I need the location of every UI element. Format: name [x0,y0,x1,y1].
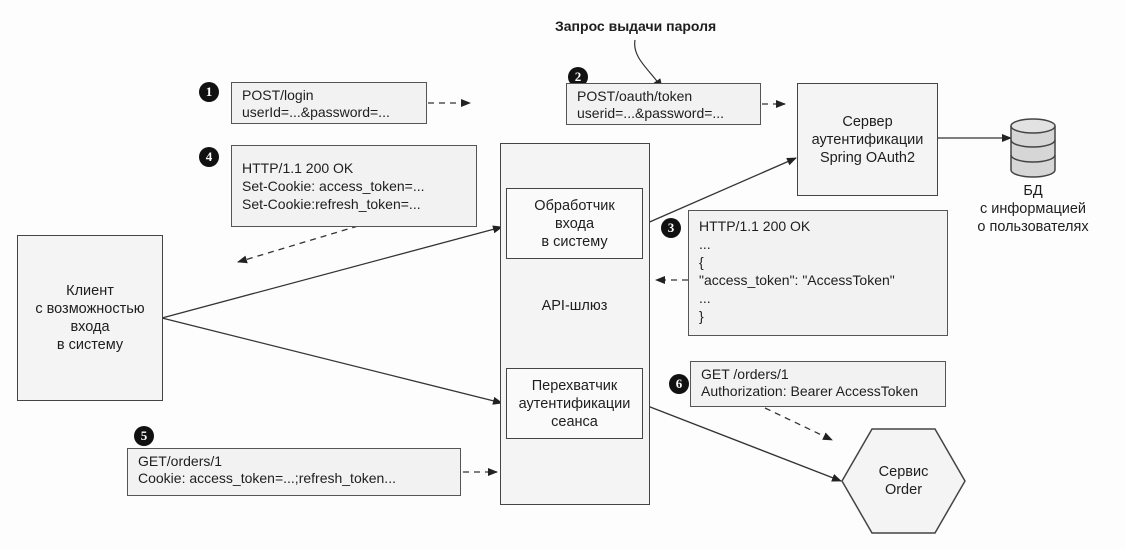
message-line: HTTP/1.1 200 OK [242,160,354,176]
client-line: входа [70,319,110,335]
client-line: Клиент [66,283,114,299]
step-badge-4: 4 [199,147,219,167]
interceptor-line: аутентификации [518,395,631,412]
database-icon [1010,118,1056,178]
login-handler-line: входа [554,215,595,232]
login-handler-line: в систему [541,233,608,250]
order-service-label: Сервис Order [842,463,965,499]
api-gateway-label: API-шлюз [541,298,608,314]
auth-server-line: Сервер [842,113,893,130]
session-interceptor-box: Перехватчик аутентификации сеанса [506,368,643,439]
step-badge-6: 6 [669,374,689,394]
message-line: GET /orders/1 [701,366,789,382]
message-line: HTTP/1.1 200 OK [699,218,811,234]
message-line: GET/orders/1 [138,453,223,469]
client-box: Клиент с возможностью входа в систему [17,235,163,401]
arrow-client-to-interceptor [161,317,503,405]
step-3-message: HTTP/1.1 200 OK... { "access_token": "Acce… [688,210,948,336]
message-line: } [699,308,704,324]
message-line: POST/login [242,87,314,103]
annotation-label: Запрос выдачи пароля [555,18,717,34]
step-4-message: HTTP/1.1 200 OK Set-Cookie: access_token=… [231,145,477,227]
message-line: { [699,254,704,270]
message-line: ... [699,236,711,252]
step-badge-5: 5 [134,426,154,446]
message-line: Authorization: Bearer AccessToken [701,383,919,399]
message-line: POST/oauth/token [577,88,693,104]
message-line: Set-Cookie:refresh_token=... [242,196,421,212]
arrow-client-to-login-handler [161,225,503,319]
interceptor-line: сеанса [551,413,598,430]
step-badge-3: 3 [661,218,681,238]
login-handler-line: Обработчик [534,197,615,214]
client-line: в систему [56,337,124,353]
message-line: ... [699,290,711,306]
database-line: о пользователях [977,219,1089,235]
login-handler-box: Обработчик входа в систему [506,188,643,259]
database-label: БД с информацией о пользователях [968,182,1098,236]
auth-server-line: Spring OAuth2 [819,149,916,166]
message-line: userId=...&password=... [242,104,390,120]
message-line: Cookie: access_token=...;refresh_token..… [138,470,396,486]
message-line: Set-Cookie: access_token=... [242,178,425,194]
interceptor-line: Перехватчик [531,377,618,394]
order-service-line: Сервис [878,464,929,480]
step-badge-2: 2 [568,67,588,87]
message-line: "access_token": "AccessToken" [699,272,895,288]
auth-server-line: аутентификации [811,131,924,148]
annotation-pointer [634,39,663,89]
auth-server-box: Сервер аутентификации Spring OAuth2 [797,83,938,196]
step-badge-1: 1 [199,82,219,102]
order-service-line: Order [884,482,923,498]
client-line: с возможностью [35,301,145,317]
database-line: с информацией [979,201,1087,217]
dashed-arrow-step-6 [764,407,833,441]
dashed-arrow-step-4 [237,225,359,264]
arrow-interceptor-to-order [644,404,842,482]
database-line: БД [1023,183,1043,199]
message-line: userid=...&password=... [577,105,725,121]
